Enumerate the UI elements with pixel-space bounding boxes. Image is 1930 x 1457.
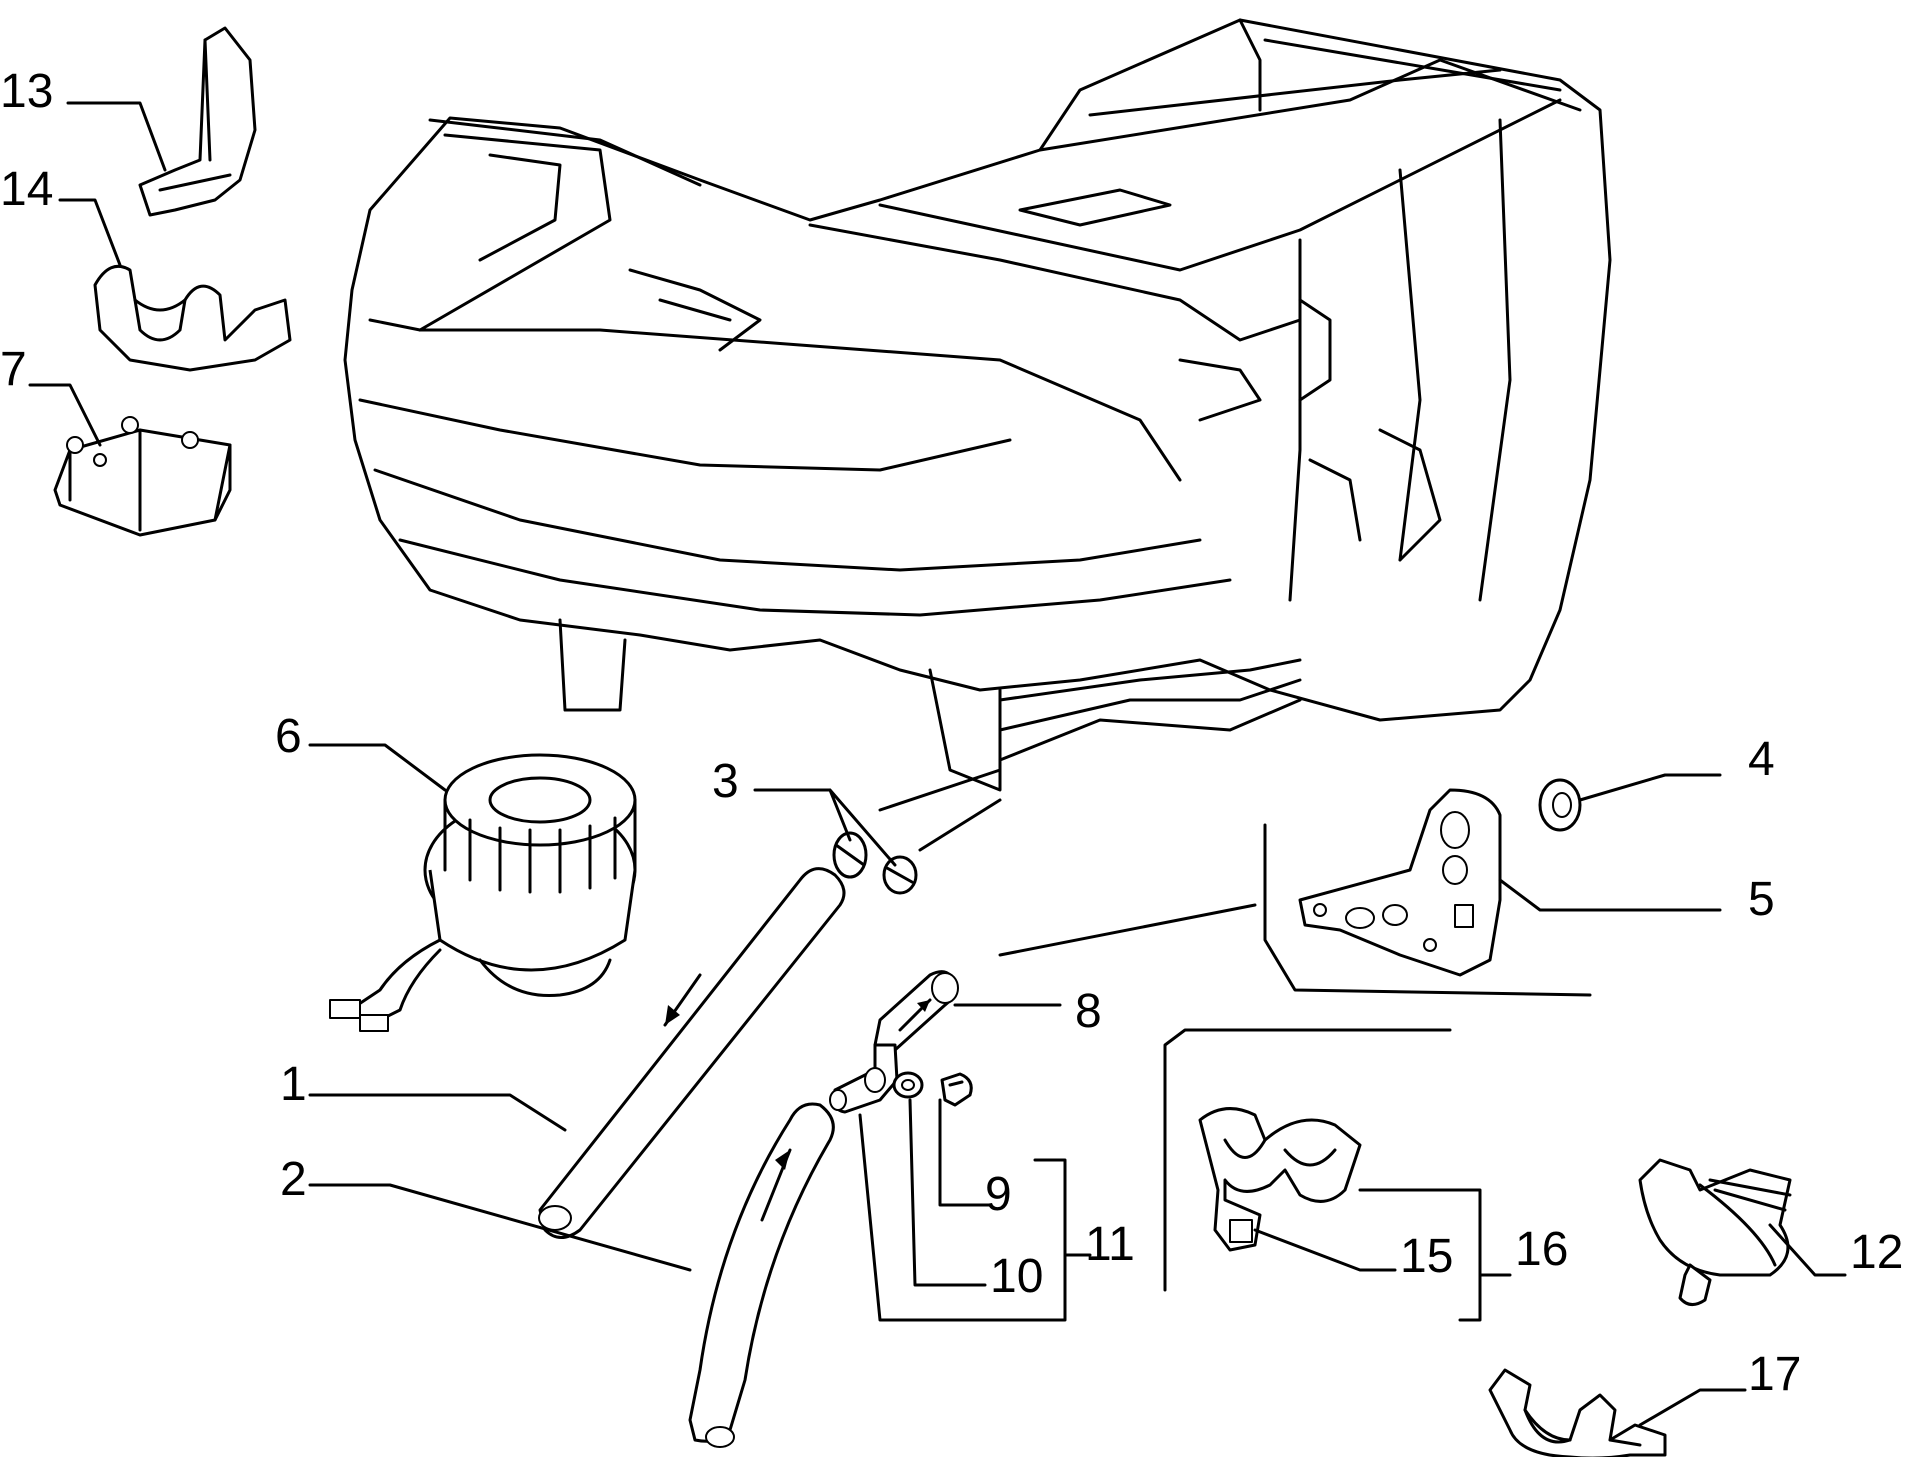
- callout-labels: 13 14 7 6 3 4 5 8 1 2 9 11 10 15 16 12 1…: [0, 65, 1903, 1401]
- part-17-clip: [1488, 1368, 1667, 1457]
- leader-6: [308, 743, 447, 792]
- label-14: 14: [0, 163, 53, 216]
- label-5: 5: [1748, 873, 1775, 926]
- part-3-clamps: [832, 831, 918, 895]
- label-9: 9: [985, 1168, 1012, 1221]
- part-5-gasket: [1298, 788, 1502, 977]
- leader-10: [908, 1098, 987, 1287]
- label-4: 4: [1748, 733, 1775, 786]
- part-16-twin-clamp: [1198, 1107, 1362, 1252]
- label-12: 12: [1850, 1226, 1903, 1279]
- part-7-resistor: [53, 416, 232, 537]
- part-11-fitting: [829, 1043, 899, 1114]
- label-3: 3: [712, 755, 739, 808]
- part-10-washer: [892, 1071, 924, 1099]
- leader-14: [58, 198, 122, 267]
- leader-3: [753, 788, 897, 867]
- label-10: 10: [990, 1250, 1043, 1303]
- label-17: 17: [1748, 1348, 1801, 1401]
- part-12-strap: [1638, 1158, 1792, 1306]
- leader-5: [1498, 878, 1722, 912]
- part-14-clip: [93, 264, 292, 372]
- leader-7: [28, 383, 102, 447]
- label-2: 2: [280, 1153, 307, 1206]
- leader-4: [1578, 773, 1722, 802]
- leader-13: [66, 101, 167, 172]
- leader-5-bracket: [998, 823, 1592, 997]
- leader-16-bracket-left: [1163, 1028, 1452, 1292]
- part-1-hose: [538, 867, 846, 1239]
- label-13: 13: [0, 65, 53, 118]
- leader-15: [1253, 1228, 1397, 1272]
- leader-1: [308, 1093, 567, 1132]
- label-7: 7: [0, 343, 27, 396]
- part-8-tube: [873, 970, 959, 1055]
- label-15: 15: [1400, 1230, 1453, 1283]
- leader-9: [938, 1098, 992, 1207]
- heater-housing: [343, 18, 1612, 852]
- leader-11-bracket: [858, 1113, 1092, 1322]
- part-2-hose: [688, 1102, 835, 1448]
- leader-16-bracket: [1358, 1188, 1512, 1322]
- label-1: 1: [280, 1058, 307, 1111]
- label-6: 6: [275, 710, 302, 763]
- part-4-grommet: [1538, 778, 1582, 832]
- part-6-blower: [329, 753, 637, 1032]
- leader-12: [1768, 1223, 1847, 1277]
- label-16: 16: [1515, 1223, 1568, 1276]
- label-11: 11: [1085, 1218, 1135, 1271]
- part-15-clip: [1229, 1219, 1253, 1243]
- label-8: 8: [1075, 985, 1102, 1038]
- leader-lines: [28, 101, 1847, 1427]
- part-13-bracket: [138, 26, 257, 217]
- part-9-plug: [940, 1072, 973, 1107]
- leader-2: [308, 1183, 692, 1272]
- leader-17: [1638, 1388, 1747, 1427]
